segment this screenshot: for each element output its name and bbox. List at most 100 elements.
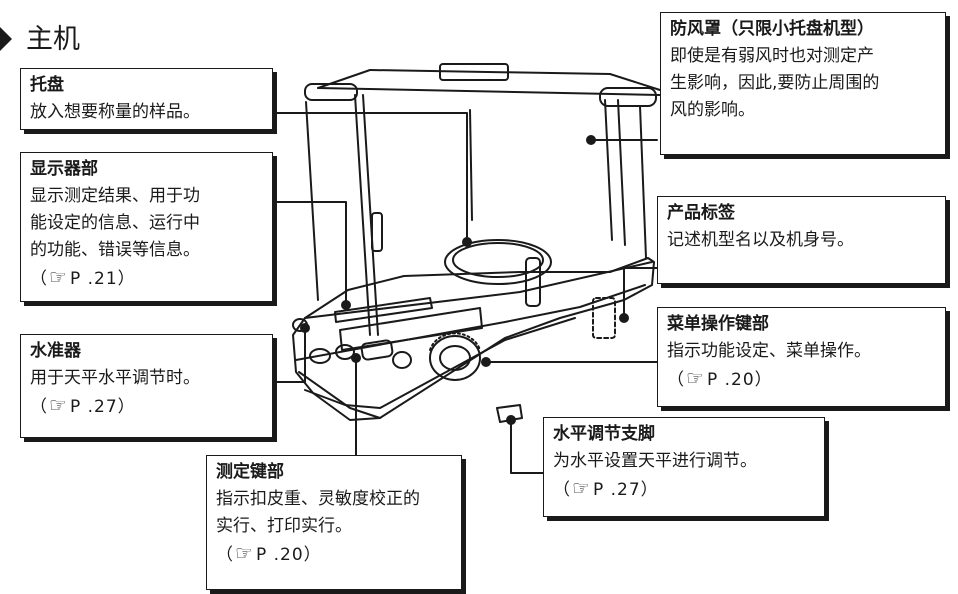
section-title-text: 主机 [26,24,80,55]
top-rail-left [304,83,358,101]
key-print [360,339,394,361]
top-rail-right [599,87,657,107]
ref-page: P .21 [69,269,118,289]
callout-heading: 测定键部 [216,462,284,482]
door-handle-right [525,257,541,307]
callout-draft-shield: 防风罩（只限小托盘机型） 即使是有弱风时也对测定产 生影响，因此,要防止周围的 … [660,12,946,155]
door-handle-left [371,212,383,252]
menu-dial-inner [439,345,471,371]
shield-front-right-2 [362,94,379,336]
callout-text: 实行、打印实行。 [216,516,352,536]
ref-page: P .20 [706,370,755,390]
callout-heading: 水准器 [30,341,81,361]
callout-heading: 产品标签 [667,203,735,223]
callout-text: 风的影响。 [670,100,755,120]
shield-back-left [469,109,473,221]
dot-label [619,313,629,323]
ref-open: （ [667,370,684,390]
leader-level [272,329,306,383]
callout-heading: 菜单操作键部 [667,314,769,334]
page-reference: （☞P .20） [216,540,452,569]
callout-tray: 托盘 放入想要称量的样品。 [20,68,273,130]
leader-display [272,201,347,304]
key-1 [309,348,331,364]
shield-top-back [369,69,661,91]
key-3 [392,351,412,369]
ref-page: P .27 [592,480,641,500]
callout-heading: 托盘 [30,75,64,95]
callout-display: 显示器部 显示测定结果、用于功 能设定的信息、运行中 的功能、错误等信息。 （☞… [20,152,273,302]
dot-measure [351,353,361,363]
shield-front-right [354,94,371,336]
menu-dial-ring [429,332,481,351]
key-2 [335,344,355,360]
page-reference: （☞P .27） [553,475,815,504]
callout-text: 指示功能设定、菜单操作。 [667,341,871,361]
ref-close: ） [117,269,135,289]
callout-text: 能设定的信息、运行中 [30,213,200,233]
callout-text: 的功能、错误等信息。 [30,240,200,260]
section-title: 主机 [0,20,80,60]
display-panel-2 [339,307,483,351]
shield-top-left [317,69,371,89]
dot-foot [506,415,516,425]
callout-text: 放入想要称量的样品。 [30,102,200,122]
page-reference: （☞P .21） [30,264,263,293]
dot-tray [462,237,472,247]
dot-display [341,300,351,310]
callout-heading: 防风罩（只限小托盘机型） [670,19,874,39]
pointing-hand-reference-icon: ☞ [686,366,704,390]
bullet-triangle-icon [0,26,12,51]
display-panel [334,297,433,323]
callout-text: 生影响，因此,要防止周围的 [670,73,880,93]
callout-product-label: 产品标签 记述机型名以及机身号。 [657,196,946,284]
ref-close: ） [303,545,321,565]
ref-open: （ [30,269,47,289]
ref-close: ） [754,370,772,390]
base-skirt [304,317,576,409]
ref-open: （ [30,397,47,417]
leader-label [623,267,658,317]
page-reference: （☞P .27） [30,392,263,421]
ref-open: （ [216,545,233,565]
callout-text: 为水平设置天平进行调节。 [553,451,757,471]
leader-foot [510,417,544,474]
menu-dial-outer [429,335,481,381]
pointing-hand-reference-icon: ☞ [49,265,67,289]
callout-text: 即使是有弱风时也对测定产 [670,46,874,66]
product-label-plate [592,297,616,339]
shield-back-right-2 [617,99,626,246]
top-handle [439,63,509,81]
pointing-hand-reference-icon: ☞ [235,541,253,565]
callout-measure-keys: 测定键部 指示扣皮重、灵敏度校正的 实行、打印实行。 （☞P .20） [206,455,462,590]
callout-leveling-foot: 水平调节支脚 为水平设置天平进行调节。 （☞P .27） [543,417,825,517]
callout-heading: 水平调节支脚 [553,424,655,444]
callout-menu-keys: 菜单操作键部 指示功能设定、菜单操作。 （☞P .20） [657,307,946,407]
dot-level [300,323,310,333]
pointing-hand-reference-icon: ☞ [49,393,67,417]
shield-top-front [317,87,661,96]
pan-outer [444,239,552,285]
ref-open: （ [553,480,570,500]
page-reference: （☞P .20） [667,365,936,394]
callout-text: 记述机型名以及机身号。 [667,230,854,250]
balance-base [292,257,655,421]
ref-close: ） [117,397,135,417]
ref-close: ） [640,480,658,500]
foot-right [496,404,523,423]
ref-page: P .20 [255,545,304,565]
base-lower-edge [298,371,381,419]
callout-text: 用于天平水平调节时。 [30,368,200,388]
callout-heading: 显示器部 [30,159,98,179]
shield-back-right [604,99,613,241]
callout-text: 指示扣皮重、灵敏度校正的 [216,489,420,509]
callout-text: 显示测定结果、用于功 [30,186,200,206]
pointing-hand-reference-icon: ☞ [572,476,590,500]
callout-level: 水准器 用于天平水平调节时。 （☞P .27） [20,334,273,438]
dot-menu [481,357,491,367]
dot-draft [586,135,596,145]
pan-inner [452,242,544,278]
ref-page: P .27 [69,397,118,417]
